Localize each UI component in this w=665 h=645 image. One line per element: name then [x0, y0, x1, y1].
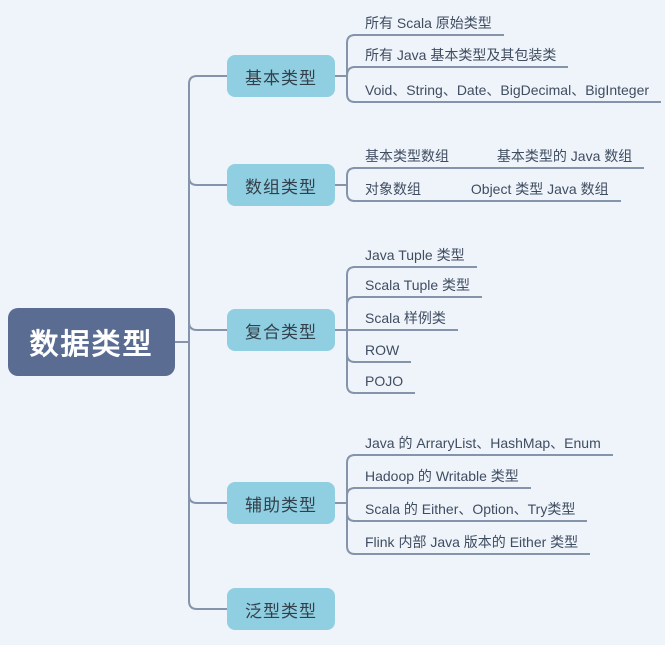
branch-node-composite-types[interactable]: 复合类型 — [227, 309, 335, 351]
branch-node-basic-types[interactable]: 基本类型 — [227, 55, 335, 97]
leaf-node[interactable]: 所有 Java 基本类型及其包装类 — [353, 45, 569, 68]
leaf-node[interactable]: Java Tuple 类型 — [353, 245, 477, 268]
leaf-label: 基本类型数组 — [365, 148, 449, 164]
branch-node-generic-types[interactable]: 泛型类型 — [227, 588, 335, 630]
leaf-subnode[interactable]: Object 类型 Java 数组 — [470, 181, 609, 197]
leaf-node[interactable]: Java 的 ArraryList、HashMap、Enum — [353, 433, 613, 456]
leaf-node[interactable]: POJO — [353, 371, 416, 394]
leaf-node[interactable]: 基本类型数组 基本类型的 Java 数组 — [353, 146, 645, 169]
root-label: 数据类型 — [29, 329, 154, 361]
leaf-node[interactable]: Hadoop 的 Writable 类型 — [353, 466, 531, 489]
branch-node-auxiliary-types[interactable]: 辅助类型 — [227, 482, 335, 524]
leaf-node[interactable]: ROW — [353, 340, 412, 363]
leaf-node[interactable]: Flink 内部 Java 版本的 Either 类型 — [353, 532, 591, 555]
leaf-node[interactable]: Scala Tuple 类型 — [353, 275, 483, 298]
leaf-node[interactable]: Scala 的 Either、Option、Try类型 — [353, 499, 588, 522]
leaf-node[interactable]: Scala 样例类 — [353, 308, 458, 331]
leaf-label: 对象数组 — [365, 181, 421, 197]
leaf-subnode[interactable]: 基本类型的 Java 数组 — [496, 148, 633, 164]
branch-label: 数组类型 — [245, 177, 317, 197]
root-node[interactable]: 数据类型 — [8, 308, 175, 376]
branch-label: 基本类型 — [245, 68, 317, 88]
branch-label: 泛型类型 — [245, 601, 317, 621]
branch-label: 辅助类型 — [245, 495, 317, 515]
leaf-node[interactable]: Void、String、Date、BigDecimal、BigInteger — [353, 80, 662, 103]
leaf-node[interactable]: 所有 Scala 原始类型 — [353, 13, 504, 36]
branch-node-array-types[interactable]: 数组类型 — [227, 164, 335, 206]
leaf-node[interactable]: 对象数组 Object 类型 Java 数组 — [353, 179, 621, 202]
branch-label: 复合类型 — [245, 322, 317, 342]
